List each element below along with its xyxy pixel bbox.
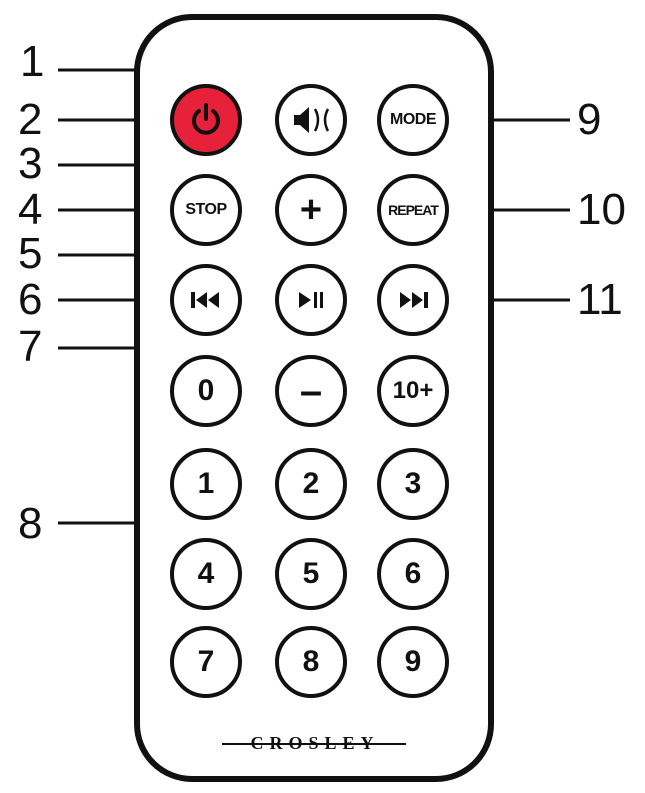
callout-3: 3: [18, 139, 43, 188]
callout-8: 8: [18, 499, 43, 548]
mode-button[interactable]: MODE: [377, 84, 449, 156]
callout-5: 5: [18, 229, 43, 278]
callout-9: 9: [577, 95, 602, 144]
power-icon: [192, 103, 220, 135]
volume-down-button[interactable]: –: [275, 355, 347, 427]
digit-4-button[interactable]: 4: [170, 538, 242, 610]
digit-6-button[interactable]: 6: [377, 538, 449, 610]
callout-2: 2: [18, 95, 43, 144]
power-button[interactable]: [170, 84, 242, 156]
callout-11: 11: [577, 275, 623, 324]
repeat-button[interactable]: REPEAT: [377, 174, 449, 246]
ten-plus-button[interactable]: 10+: [377, 355, 449, 427]
mute-button[interactable]: [275, 84, 347, 156]
callout-6: 6: [18, 275, 43, 324]
digit-3-button[interactable]: 3: [377, 448, 449, 520]
skip-back-icon: [191, 292, 219, 308]
digit-0-button[interactable]: 0: [170, 355, 242, 427]
callout-7: 7: [18, 322, 43, 371]
callout-1: 1: [20, 37, 45, 86]
stop-button[interactable]: STOP: [170, 174, 242, 246]
digit-7-button[interactable]: 7: [170, 626, 242, 698]
volume-up-button[interactable]: +: [275, 174, 347, 246]
digit-8-button[interactable]: 8: [275, 626, 347, 698]
mute-icon: [294, 107, 330, 133]
digit-1-button[interactable]: 1: [170, 448, 242, 520]
callout-10: 10: [577, 185, 626, 234]
next-track-button[interactable]: [377, 264, 449, 336]
previous-track-button[interactable]: [170, 264, 242, 336]
brand-underline: [222, 743, 406, 745]
play-pause-icon: [299, 292, 323, 308]
digit-5-button[interactable]: 5: [275, 538, 347, 610]
skip-forward-icon: [400, 292, 428, 308]
digit-9-button[interactable]: 9: [377, 626, 449, 698]
digit-2-button[interactable]: 2: [275, 448, 347, 520]
callout-4: 4: [18, 185, 43, 234]
play-pause-button[interactable]: [275, 264, 347, 336]
